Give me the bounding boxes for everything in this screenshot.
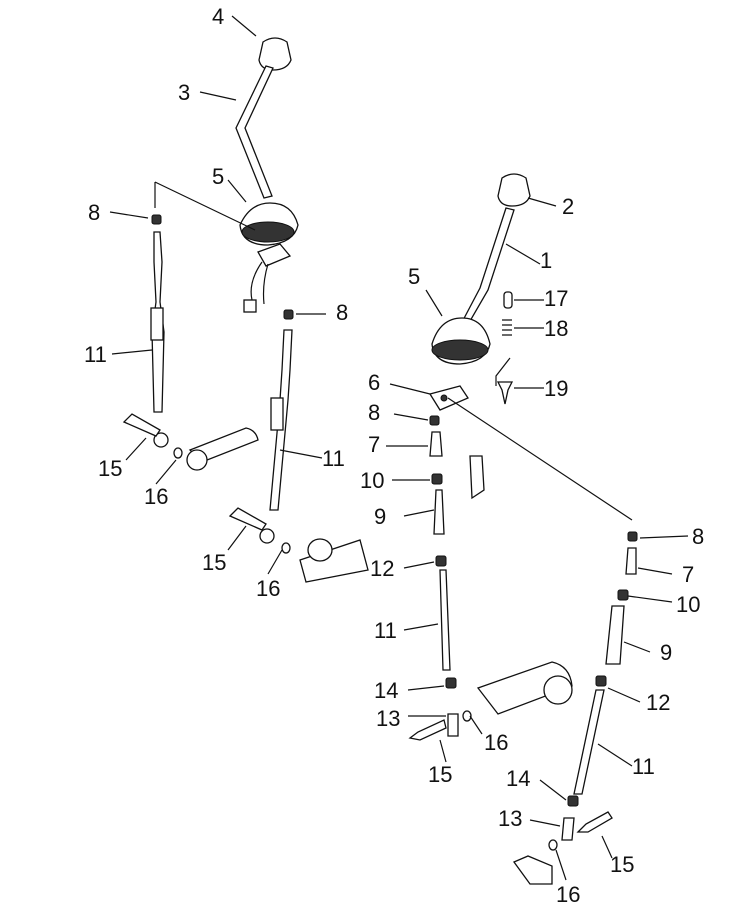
nut-part-14-a xyxy=(445,677,457,689)
label-16-d: 16 xyxy=(556,882,580,907)
label-15-d: 15 xyxy=(610,852,634,877)
nut-part-10-b xyxy=(617,589,629,601)
washer-part-16-b xyxy=(281,542,291,554)
rod-part-11-d xyxy=(573,689,605,795)
housing-left-1-end xyxy=(186,449,208,471)
nut-part-12-a xyxy=(435,555,447,567)
part-labels: 4 3 5 8 8 11 11 15 16 15 16 2 1 5 17 18 … xyxy=(84,4,704,907)
rod-end-part-7-b xyxy=(625,547,637,575)
knob-part-2 xyxy=(497,173,531,207)
label-11-c: 11 xyxy=(374,618,397,643)
label-3: 3 xyxy=(178,80,190,105)
label-17: 17 xyxy=(544,286,568,311)
cable-end-b xyxy=(259,528,275,544)
label-7-a: 7 xyxy=(368,432,380,457)
left-lever-assembly xyxy=(109,15,369,583)
bracket-left xyxy=(257,243,292,267)
label-11-b: 11 xyxy=(322,446,345,471)
label-15-a: 15 xyxy=(98,456,122,481)
label-5-left: 5 xyxy=(212,164,224,189)
spring-part-18 xyxy=(502,319,512,336)
lever-part-3 xyxy=(235,65,274,199)
label-14-a: 14 xyxy=(374,678,398,703)
label-9-b: 9 xyxy=(660,640,672,665)
nut-part-10-a xyxy=(431,473,443,485)
label-8-a: 8 xyxy=(88,200,100,225)
label-12-a: 12 xyxy=(370,556,394,581)
rod-part-9-b xyxy=(605,605,625,665)
label-14-b: 14 xyxy=(506,766,530,791)
rod-end-part-13-a xyxy=(447,713,459,737)
label-16-c: 16 xyxy=(484,730,508,755)
connector-left xyxy=(243,299,257,313)
bolt-part-15-b xyxy=(228,507,267,531)
leader-lines-left xyxy=(109,15,326,575)
knob-part-4 xyxy=(258,37,292,71)
label-12-b: 12 xyxy=(646,690,670,715)
bracket-lower-right xyxy=(512,855,553,885)
label-4: 4 xyxy=(212,4,224,29)
bolt-part-15-a xyxy=(122,413,161,437)
nut-part-8-d xyxy=(627,531,638,542)
rod-end-part-7-a xyxy=(429,431,443,457)
housing-left-2-end xyxy=(307,538,333,562)
label-2: 2 xyxy=(562,194,574,219)
housing-right-end xyxy=(543,675,573,705)
label-8-c: 8 xyxy=(368,400,380,425)
leader-lines-right xyxy=(386,197,689,881)
label-10-a: 10 xyxy=(360,468,384,493)
label-13-a: 13 xyxy=(376,706,400,731)
nut-part-8-b xyxy=(283,309,294,320)
label-15-b: 15 xyxy=(202,550,226,575)
rod-part-9-a xyxy=(433,489,445,535)
pin-part-17 xyxy=(503,291,513,309)
plate-hole xyxy=(440,394,448,402)
label-6: 6 xyxy=(368,370,380,395)
label-8-b: 8 xyxy=(336,300,348,325)
label-1: 1 xyxy=(540,248,552,273)
bolt-part-15-d xyxy=(576,811,613,833)
label-15-c: 15 xyxy=(428,762,452,787)
bolt-part-15-c xyxy=(408,719,447,741)
label-16-a: 16 xyxy=(144,484,168,509)
label-7-b: 7 xyxy=(682,562,694,587)
cable-end-a xyxy=(153,432,169,448)
label-18: 18 xyxy=(544,316,568,341)
label-16-b: 16 xyxy=(256,576,280,601)
rod-end-part-13-b xyxy=(561,817,575,841)
label-9-a: 9 xyxy=(374,504,386,529)
cable-sleeve-b xyxy=(270,397,284,431)
rod-part-11-c xyxy=(439,569,451,671)
cable-sleeve-a xyxy=(150,307,164,341)
housing-left-2 xyxy=(299,539,369,583)
washer-part-16-d xyxy=(548,839,558,851)
nut-part-14-b xyxy=(567,795,579,807)
nut-part-12-b xyxy=(595,675,607,687)
label-10-b: 10 xyxy=(676,592,700,617)
link-under-plate xyxy=(469,455,485,500)
lever-part-1 xyxy=(459,207,515,329)
right-lever-assembly xyxy=(386,173,689,885)
nut-part-8-a xyxy=(151,214,162,225)
label-11-a: 11 xyxy=(84,342,107,367)
housing-left-1 xyxy=(188,427,259,463)
label-5-right: 5 xyxy=(408,264,420,289)
label-19: 19 xyxy=(544,376,568,401)
boot-base-right xyxy=(431,339,489,361)
nut-part-8-c xyxy=(429,415,440,426)
label-8-d: 8 xyxy=(692,524,704,549)
washer-part-16-c xyxy=(462,710,472,722)
boot-base-left xyxy=(241,221,295,243)
washer-part-16-a xyxy=(173,447,183,459)
label-11-d: 11 xyxy=(632,754,655,779)
bolt-part-19 xyxy=(496,381,514,405)
wire-left xyxy=(250,261,269,305)
label-13-b: 13 xyxy=(498,806,522,831)
